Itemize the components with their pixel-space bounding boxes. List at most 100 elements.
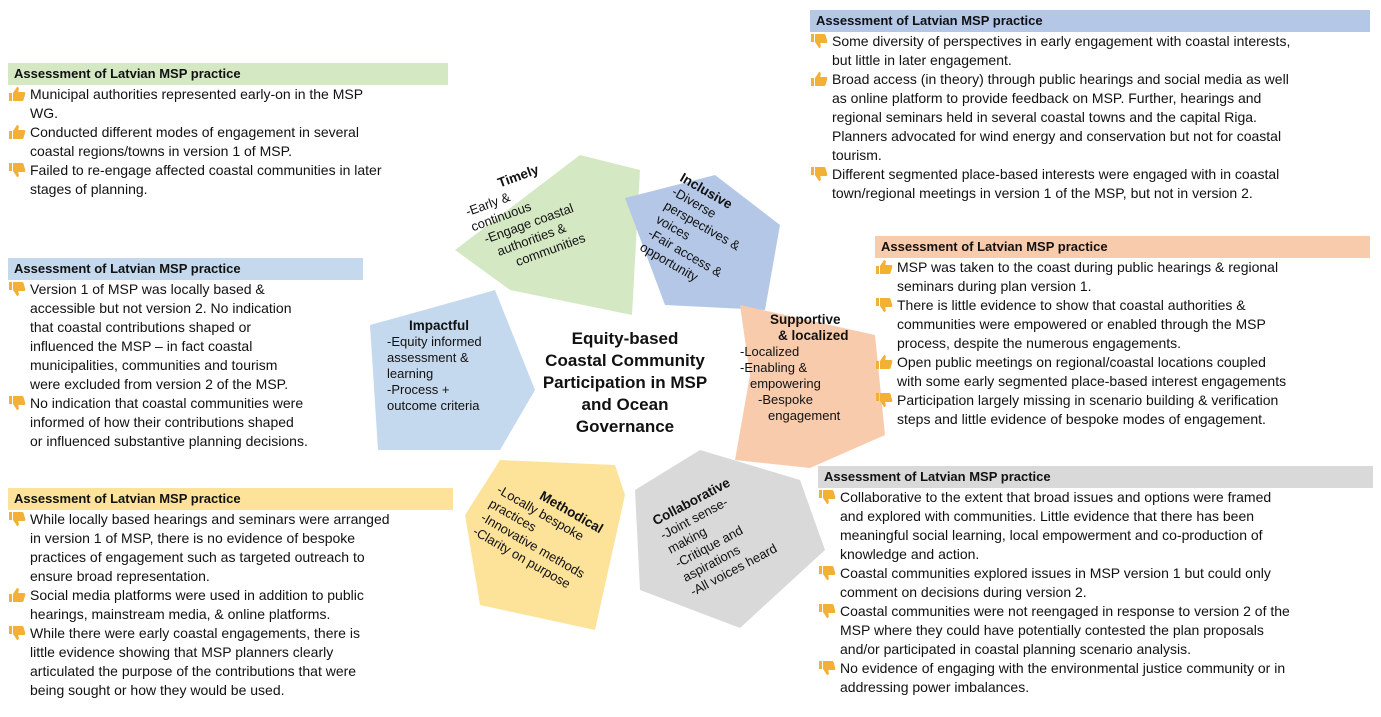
assessment-item: MSP was taken to the coast during public… — [875, 258, 1370, 296]
impactful-line: assessment & — [387, 350, 469, 365]
pentagon-methodical — [465, 460, 625, 630]
assessment-item-line: practices of engagement such as targeted… — [30, 549, 365, 565]
assessment-item-line: but little in later engagement. — [832, 52, 1012, 68]
assessment-item-line: stages of planning. — [30, 181, 148, 197]
assessment-item-line: or influenced substantive planning decis… — [30, 433, 308, 449]
assessment-item-line: and explored with communities. Little ev… — [840, 508, 1255, 524]
assessment-item-line: While there were early coastal engagemen… — [30, 625, 360, 641]
assessment-item-line: Some diversity of perspectives in early … — [832, 33, 1291, 49]
pentagon-supportive — [735, 305, 885, 468]
panel-items: MSP was taken to the coast during public… — [875, 258, 1370, 429]
assessment-item-line: Different segmented place-based interest… — [832, 166, 1280, 182]
assessment-item: While locally based hearings and seminar… — [8, 510, 453, 586]
assessment-item: Coastal communities explored issues in M… — [818, 564, 1373, 602]
panel-header: Assessment of Latvian MSP practice — [810, 10, 1370, 32]
supportive-line: -Enabling & — [740, 360, 808, 375]
assessment-item-line: coastal regions/towns in version 1 of MS… — [30, 143, 292, 159]
thumbs-up-icon — [875, 259, 893, 275]
assessment-item-line: Social media platforms were used in addi… — [30, 587, 364, 603]
thumbs-down-icon — [818, 565, 836, 581]
center-title-line: and Ocean — [581, 395, 669, 414]
thumbs-down-icon — [8, 395, 26, 411]
assessment-item-line: articulated the purpose of the contribut… — [30, 663, 357, 679]
assessment-item-line: MSP where they could have potentially co… — [840, 622, 1264, 638]
assessment-item-line: influenced the MSP – in fact coastal — [30, 338, 253, 354]
pentagon-impactful — [370, 290, 535, 450]
pentagon-diagram — [370, 155, 885, 630]
thumbs-down-icon — [875, 297, 893, 313]
assessment-item-line: informed of how their contributions shap… — [30, 414, 294, 430]
assessment-item-line: seminars during plan version 1. — [897, 278, 1092, 294]
assessment-item-line: Broad access (in theory) through public … — [832, 71, 1289, 87]
assessment-item: Participation largely missing in scenari… — [875, 391, 1370, 429]
supportive-title: & localized — [778, 328, 849, 343]
assessment-item-line: being sought or how they would be used. — [30, 682, 285, 698]
assessment-item-line: accessible but not version 2. No indicat… — [30, 300, 292, 316]
assessment-item-line: that coastal contributions shaped or — [30, 319, 252, 335]
impactful-line: -Equity informed — [387, 334, 482, 349]
thumbs-down-icon — [8, 511, 26, 527]
assessment-item-line: town/regional meetings in version 1 of t… — [832, 185, 1253, 201]
center-title-line: Coastal Community — [545, 351, 705, 370]
assessment-item-line: regional seminars held in several coasta… — [832, 109, 1257, 125]
thumbs-down-icon — [8, 162, 26, 178]
panel-header: Assessment of Latvian MSP practice — [8, 63, 448, 85]
thumbs-up-icon — [810, 71, 828, 87]
assessment-item-line: MSP was taken to the coast during public… — [897, 259, 1279, 275]
pentagon-inclusive — [625, 175, 780, 310]
impactful-title: Impactful — [409, 318, 470, 333]
assessment-item: Some diversity of perspectives in early … — [810, 32, 1370, 70]
assessment-item-line: Conducted different modes of engagement … — [30, 124, 359, 140]
assessment-item: Conducted different modes of engagement … — [8, 123, 448, 161]
assessment-panel-collaborative: Assessment of Latvian MSP practice Colla… — [818, 466, 1373, 697]
assessment-item: Failed to re-engage affected coastal com… — [8, 161, 448, 199]
supportive-line: -Bespoke — [758, 392, 813, 407]
impactful-line: learning — [387, 366, 434, 381]
assessment-item-line: Version 1 of MSP was locally based & — [30, 281, 265, 297]
center-title-line: Governance — [575, 417, 675, 436]
panel-header: Assessment of Latvian MSP practice — [875, 236, 1370, 258]
assessment-item-line: Coastal communities explored issues in M… — [840, 565, 1271, 581]
center-title-line: Participation in MSP — [542, 373, 708, 392]
thumbs-down-icon — [818, 660, 836, 676]
assessment-item-line: ensure broad representation. — [30, 568, 210, 584]
assessment-panel-methodical: Assessment of Latvian MSP practice While… — [8, 488, 453, 700]
impactful-text: Impactful -Equity informed assessment & … — [387, 318, 482, 414]
impactful-line: -Process + — [387, 382, 450, 397]
thumbs-down-icon — [810, 166, 828, 182]
assessment-panel-impactful: Assessment of Latvian MSP practice Versi… — [8, 258, 363, 451]
assessment-panel-inclusive: Assessment of Latvian MSP practice Some … — [810, 10, 1370, 203]
assessment-item-line: steps and little evidence of bespoke mod… — [897, 411, 1266, 427]
thumbs-down-icon — [8, 625, 26, 641]
assessment-item-line: little evidence showing that MSP planner… — [30, 644, 334, 660]
assessment-item: Broad access (in theory) through public … — [810, 70, 1370, 165]
assessment-item-line: with some early segmented place-based in… — [897, 373, 1287, 389]
assessment-item-line: No indication that coastal communities w… — [30, 395, 304, 411]
pentagon-collaborative — [635, 450, 825, 628]
assessment-item-line: knowledge and action. — [840, 546, 980, 562]
assessment-item: Open public meetings on regional/coastal… — [875, 353, 1370, 391]
panel-items: Municipal authorities represented early-… — [8, 85, 448, 199]
assessment-item-line: in version 1 of MSP, there is no evidenc… — [30, 530, 356, 546]
panel-items: While locally based hearings and seminar… — [8, 510, 453, 700]
supportive-text: Supportive & localized -Localized -Enabl… — [740, 312, 849, 424]
assessment-item-line: as online platform to provide feedback o… — [832, 90, 1262, 106]
assessment-panel-timely: Assessment of Latvian MSP practice Munic… — [8, 63, 448, 199]
panel-header: Assessment of Latvian MSP practice — [8, 488, 453, 510]
impactful-line: outcome criteria — [387, 398, 480, 413]
center-title: Equity-based Coastal Community Participa… — [530, 328, 720, 438]
panel-header: Assessment of Latvian MSP practice — [8, 258, 363, 280]
thumbs-up-icon — [8, 124, 26, 140]
assessment-item-line: Failed to re-engage affected coastal com… — [30, 162, 382, 178]
assessment-item: Coastal communities were not reengaged i… — [818, 602, 1373, 659]
assessment-item-line: were excluded from version 2 of the MSP. — [30, 376, 289, 392]
assessment-item: There is little evidence to show that co… — [875, 296, 1370, 353]
panel-items: Version 1 of MSP was locally based & acce… — [8, 280, 363, 451]
assessment-item-line: meaningful social learning, local empowe… — [840, 527, 1263, 543]
assessment-item: Different segmented place-based interest… — [810, 165, 1370, 203]
assessment-item-line: Participation largely missing in scenari… — [897, 392, 1279, 408]
assessment-item-line: Open public meetings on regional/coastal… — [897, 354, 1266, 370]
panel-header: Assessment of Latvian MSP practice — [818, 466, 1373, 488]
assessment-item-line: communities were empowered or enabled th… — [897, 316, 1266, 332]
assessment-item: Social media platforms were used in addi… — [8, 586, 453, 624]
